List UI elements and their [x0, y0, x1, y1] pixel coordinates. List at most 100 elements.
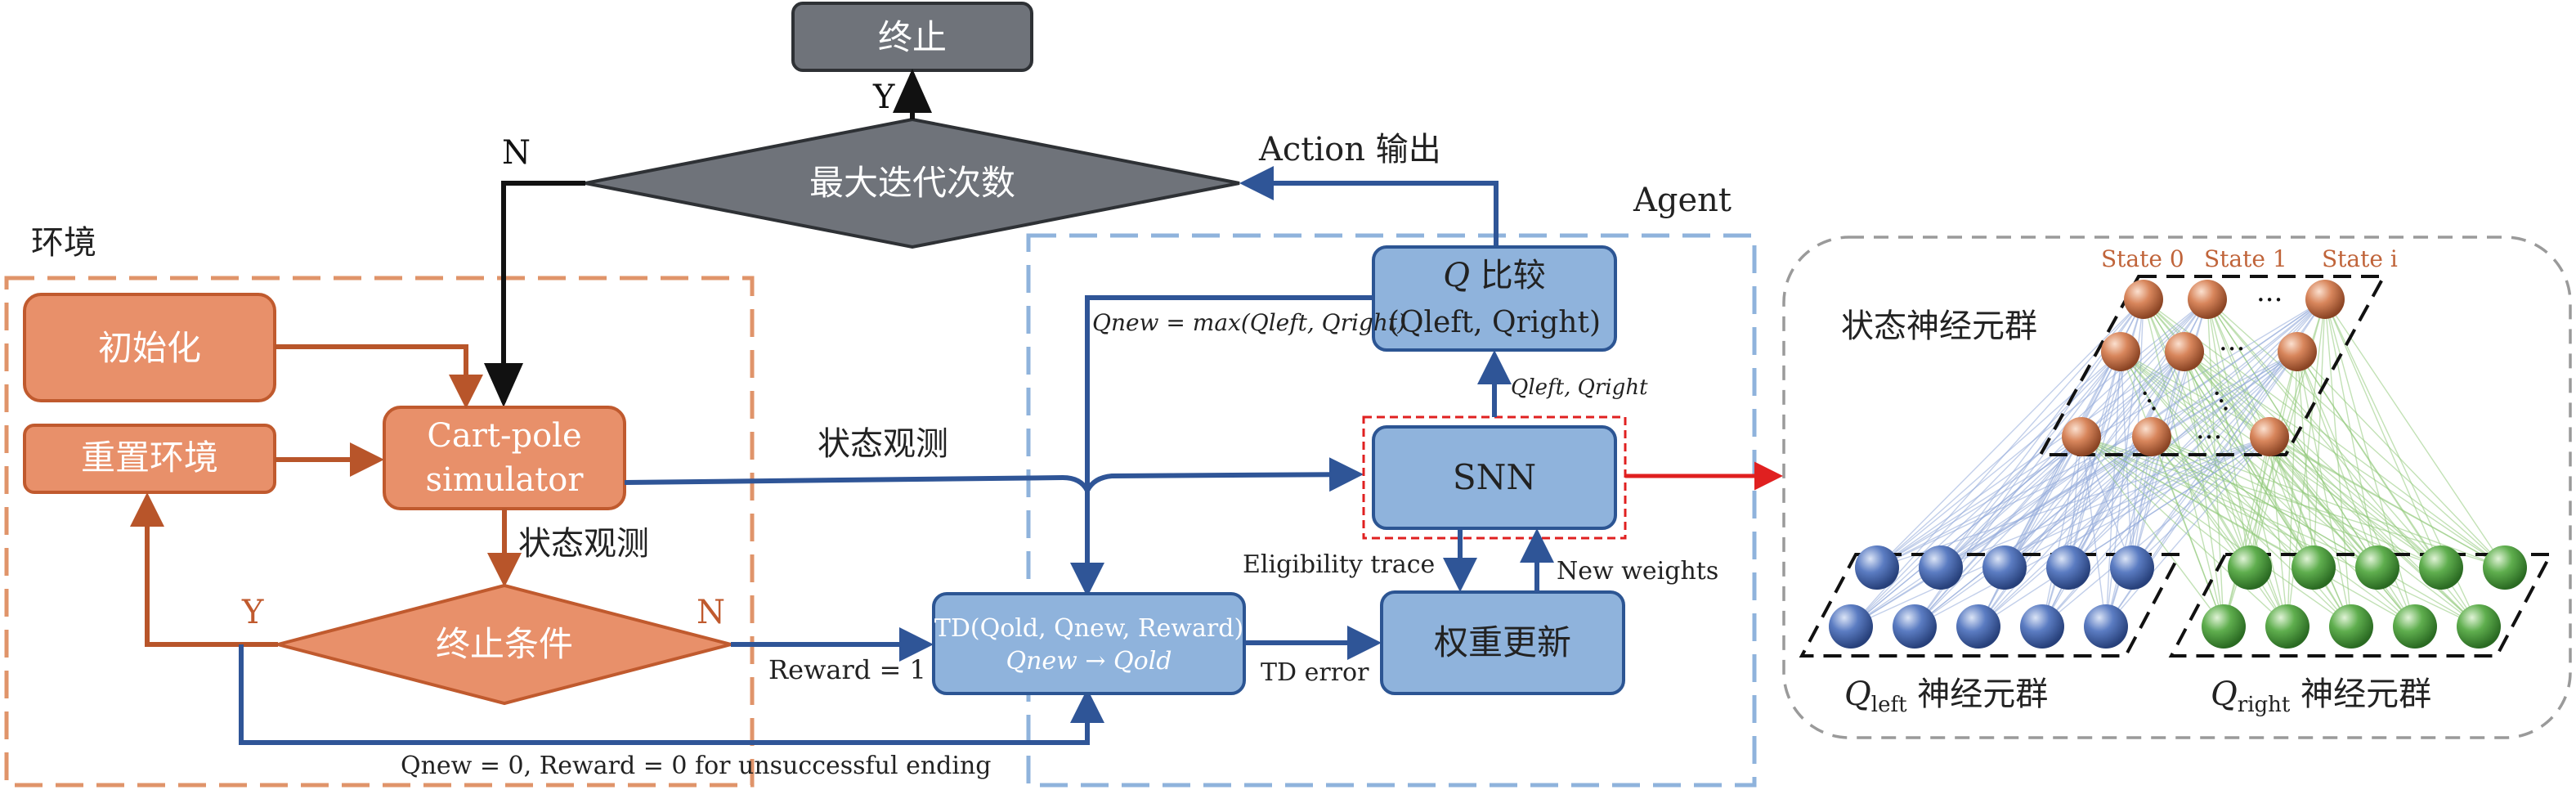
td-line2: Qnew → Qold [1006, 647, 1172, 676]
qleft-neuron [2084, 604, 2128, 649]
synapse-to-qleft [1940, 436, 2082, 568]
td-line1: TD(Qold, Qnew, Reward) [934, 614, 1243, 643]
synapse-to-qright [2081, 436, 2352, 627]
state-neuron [2188, 280, 2227, 319]
eligibility-trace-label: Eligibility trace [1243, 550, 1435, 579]
synapse-to-qleft [1850, 351, 2121, 627]
synapse-to-qright [2081, 436, 2378, 568]
state-observation-mid-label: 状态观测 [818, 425, 948, 463]
agent-region [1026, 233, 1757, 788]
snn-node [1372, 425, 1617, 530]
synapse-to-qright [2081, 436, 2251, 568]
synapse-to-qleft [1978, 436, 2153, 627]
environment-title: 环境 [31, 224, 96, 262]
qright-group-q: Q [2211, 676, 2238, 713]
qleft-neuron [1982, 545, 2027, 590]
synapse-to-qleft [2131, 436, 2270, 568]
synapse-to-qleft [2131, 351, 2185, 568]
qleft-neuron [1855, 545, 1899, 590]
qright-neuron [2228, 545, 2272, 590]
synapse-to-qleft [1876, 351, 2121, 568]
state-observation-down-label: 状态观测 [518, 525, 649, 563]
state-neuron [2250, 417, 2289, 456]
state-neuron-group-frame [2037, 275, 2387, 456]
synapse-to-qleft [1876, 351, 2298, 568]
synapse-to-qleft [2004, 351, 2185, 568]
qnew-max-label: Qnew = max(Qleft, Qright) [1092, 309, 1406, 336]
synapse-to-qright [2184, 351, 2224, 627]
synapse-to-qleft [1940, 351, 2185, 568]
qright-group-rest: 神经元群 [2290, 676, 2431, 713]
synapse-to-qright [2313, 298, 2326, 568]
synapse-to-qright [2296, 351, 2378, 568]
td-error-label: TD error [1261, 658, 1369, 687]
synapse-to-qleft [1978, 436, 2270, 627]
td-node [932, 592, 1246, 695]
synapse-to-qright [2151, 436, 2506, 568]
synapse-to-qright [2206, 298, 2442, 568]
synapse-to-qleft [1876, 298, 2208, 568]
synapse-to-qleft [1940, 436, 2270, 568]
synapse-to-qright [2151, 436, 2314, 568]
qright-neuron [2419, 545, 2463, 590]
action-output-label: Action 输出 [1258, 131, 1441, 168]
synapse-to-qleft [2041, 436, 2153, 627]
qleft-group-rest: 神经元群 [1907, 676, 2049, 713]
synapse-to-qright [2184, 351, 2288, 627]
qright-neuron [2355, 545, 2399, 590]
synapse-to-qright [2269, 436, 2442, 568]
init-label: 初始化 [98, 328, 201, 368]
state-neuron-group-label: 状态神经元群 [1841, 307, 2037, 345]
synapse-to-qleft [1850, 436, 2082, 627]
qleft-neuron [2046, 545, 2090, 590]
arrow-action-output [1239, 166, 1499, 247]
synapse-to-qright [2324, 298, 2506, 568]
synapse-to-qright [2223, 436, 2270, 627]
state-neuron [2278, 332, 2317, 371]
synapse-to-qleft [1914, 436, 2153, 627]
terminate-label: 终止 [878, 17, 947, 57]
synapse-to-qleft [1914, 351, 2298, 627]
synapse-to-qright [2269, 436, 2506, 568]
synapse-to-qleft [2004, 436, 2270, 568]
synapse-to-qleft [1850, 436, 2270, 627]
no-label-top: N [502, 134, 531, 172]
q-compare-line2: (Qleft, Qright) [1388, 306, 1601, 339]
max-iterations-label: 最大迭代次数 [809, 163, 1015, 203]
qright-group-sub: right [2238, 693, 2291, 717]
q-compare-line1: Q 比较 [1443, 257, 1546, 294]
synapse-to-qright [2249, 351, 2298, 568]
arrow-yes-reset [130, 492, 278, 647]
synapse-to-qright [2269, 436, 2314, 568]
qright-neuron [2393, 604, 2437, 649]
qleft-neuron [1893, 604, 1937, 649]
synapse-to-qright [2081, 436, 2506, 568]
synapse-to-qright [2151, 436, 2352, 627]
synapse-to-qright [2081, 436, 2416, 627]
weight-update-label: 权重更新 [1434, 622, 1571, 662]
synapse-to-qleft [2041, 436, 2082, 627]
no-label-right: N [697, 594, 725, 631]
synapse-to-qright [2081, 436, 2442, 568]
qleft-neuron [1829, 604, 1873, 649]
synapse-to-qleft [1850, 436, 2153, 627]
state-neuron [2305, 280, 2345, 319]
network-region [1782, 236, 2572, 739]
q-compare-rest: 比较 [1470, 257, 1546, 294]
synapse-to-qleft [1876, 436, 2153, 568]
synapse-to-qright [2296, 351, 2352, 627]
weight-update-node [1380, 590, 1625, 695]
cartpole-label-line1: Cart-pole [427, 417, 581, 455]
new-weights-label: New weights [1557, 557, 1718, 586]
q-compare-q: Q [1443, 257, 1470, 294]
synapse-to-qleft [1876, 351, 2185, 568]
qright-neurons [2202, 545, 2527, 649]
synapse-to-qleft [1850, 298, 2208, 627]
synapse-to-qright [2269, 436, 2416, 627]
state-neuron [2132, 417, 2171, 456]
state-row1-ellipsis: ··· [2256, 284, 2283, 316]
synapse-to-qleft [1876, 298, 2144, 568]
qright-neuron [2329, 604, 2373, 649]
state-neuron [2062, 417, 2101, 456]
